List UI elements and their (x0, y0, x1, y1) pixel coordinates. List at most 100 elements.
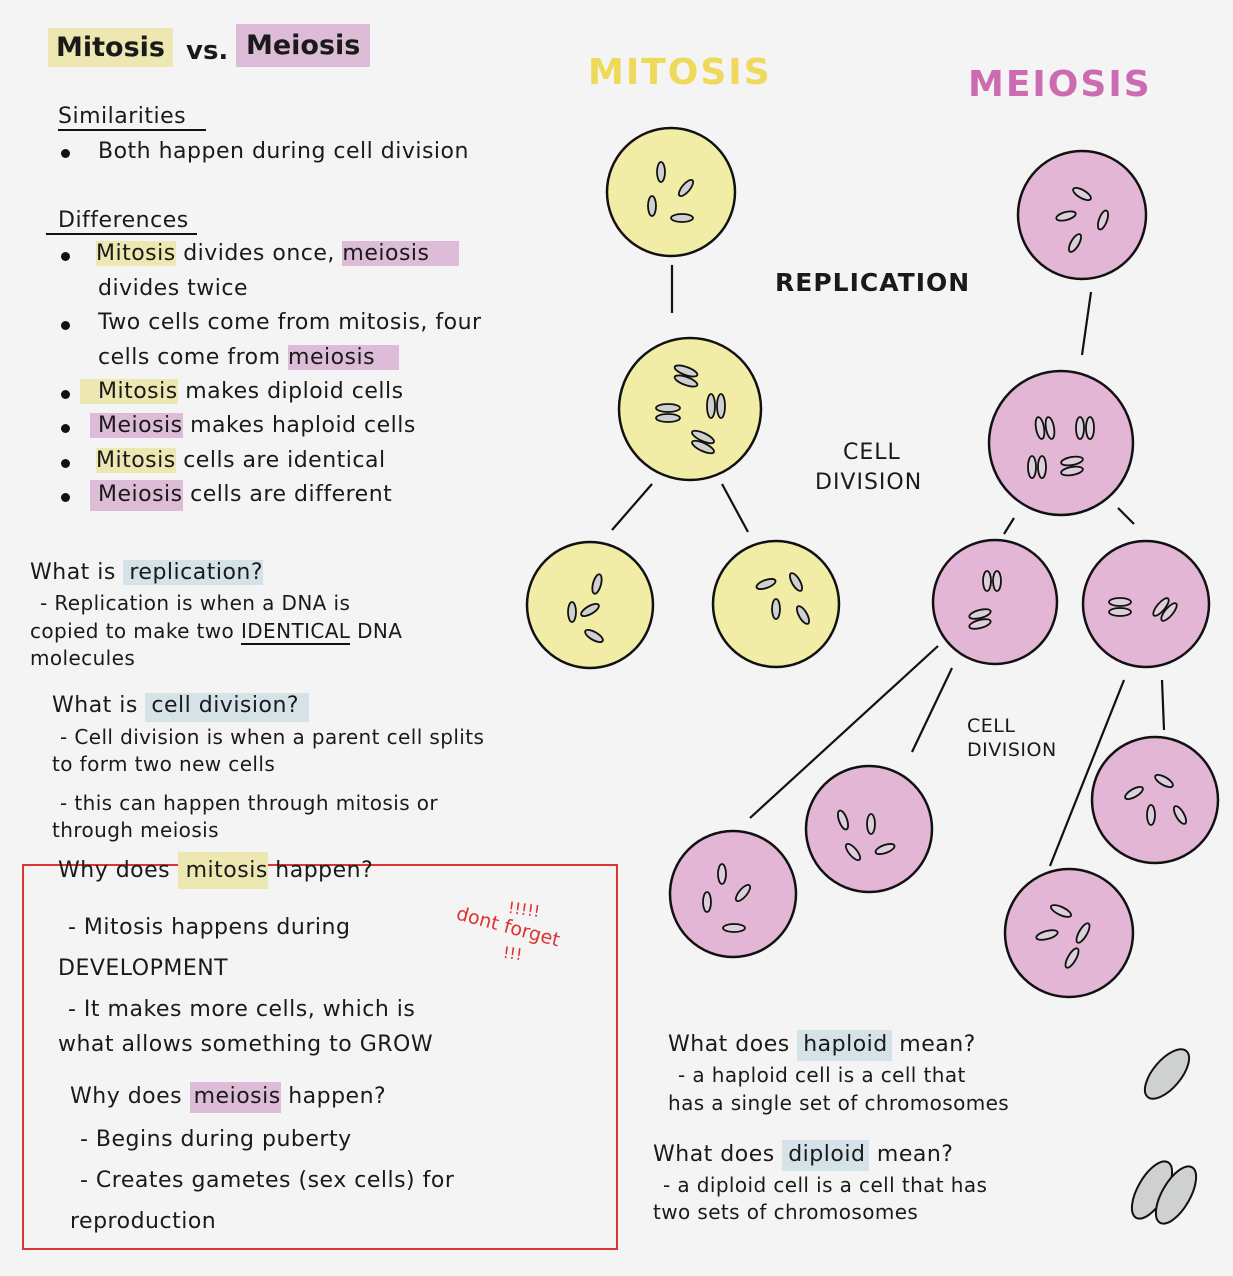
division-answer-4: through meiosis (52, 818, 219, 842)
cell-division-label-1a: CELL (843, 440, 901, 465)
diff-2-line2: cells come from meiosis (98, 345, 400, 370)
haploid-chromosome-icon (1143, 1048, 1191, 1100)
similarities-heading: Similarities (58, 104, 207, 131)
diff-2: Two cells come from mitosis, four (98, 310, 482, 335)
question-text: What does (668, 1032, 798, 1057)
question-text: Why does (70, 1084, 190, 1109)
bullet-icon (61, 459, 70, 468)
diff-4: Meiosis makes haploid cells (90, 413, 416, 438)
hl-mitosis: mitosis (177, 852, 268, 889)
question-text: What does (653, 1142, 783, 1167)
haploid-question: What does haploid mean? (668, 1030, 976, 1061)
hl-mitosis: Mitosis (96, 448, 176, 473)
cell-division-label-2a: CELL (967, 715, 1016, 737)
replication-question: What is replication? (30, 560, 264, 585)
question-text: happen? (280, 1084, 387, 1109)
diploid-question: What does diploid mean? (653, 1140, 954, 1171)
division-answer-1: - Cell division is when a parent cell sp… (60, 725, 485, 749)
mitosis-cell-parent (605, 126, 737, 258)
why-mitosis-answer-1b: DEVELOPMENT (58, 956, 229, 981)
answer-text: DNA (350, 619, 403, 643)
diff-1: Mitosis divides once, meiosis (96, 241, 460, 266)
diff-text: divides once, (175, 241, 343, 266)
diff-text: cells come from (98, 345, 289, 370)
title-vs: vs. (186, 36, 229, 66)
diff-text: makes diploid cells (177, 379, 404, 404)
hl-replication: replication? (123, 560, 264, 585)
why-mitosis-question: Why does mitosis happen? (58, 852, 374, 889)
why-meiosis-question: Why does meiosis happen? (70, 1082, 387, 1113)
hl-meiosis: meiosis (342, 241, 460, 266)
haploid-answer-2: has a single set of chromosomes (668, 1091, 1010, 1115)
hl-cell-division: cell division? (145, 693, 310, 722)
replication-label: REPLICATION (775, 268, 971, 297)
why-meiosis-answer-2: - Creates gametes (sex cells) for (80, 1168, 455, 1193)
bullet-icon (61, 252, 70, 261)
mitosis-cell-replicated (617, 336, 763, 482)
diploid-answer-1: - a diploid cell is a cell that has (663, 1173, 988, 1197)
hl-meiosis: meiosis (189, 1082, 281, 1113)
answer-text: copied to make two (30, 619, 241, 643)
hl-meiosis: Meiosis (90, 413, 183, 438)
cell-division-label-2b: DIVISION (967, 739, 1057, 761)
replication-answer-1: - Replication is when a DNA is (40, 591, 351, 615)
meiosis-cell-replicated (987, 369, 1135, 517)
title-mitosis: Mitosis (48, 28, 173, 67)
why-mitosis-answer-1: - Mitosis happens during (68, 915, 351, 940)
why-meiosis-answer-2b: reproduction (70, 1209, 217, 1234)
division-question: What is cell division? (52, 693, 310, 722)
division-answer-3: - this can happen through mitosis or (60, 791, 439, 815)
why-box (22, 864, 618, 1250)
meiosis-gamete-cell (1003, 867, 1135, 999)
question-text: mean? (891, 1032, 976, 1057)
haploid-answer-1: - a haploid cell is a cell that (678, 1063, 966, 1087)
title-meiosis: Meiosis (236, 24, 371, 67)
mitosis-daughter-cell (525, 540, 655, 670)
similarity-item: Both happen during cell division (98, 139, 469, 164)
division-answer-2: to form two new cells (52, 752, 276, 776)
meiosis-heading: MEIOSIS (968, 64, 1152, 105)
diff-6: Meiosis cells are different (90, 480, 393, 511)
bullet-icon (61, 149, 70, 158)
replication-answer-2: copied to make two IDENTICAL DNA (30, 619, 403, 645)
diff-1-line2: divides twice (98, 276, 249, 301)
diploid-answer-2: two sets of chromosomes (653, 1200, 919, 1224)
question-text: Why does (58, 858, 178, 883)
why-meiosis-answer-1: - Begins during puberty (80, 1127, 352, 1152)
diff-text: cells are different (182, 482, 393, 507)
why-mitosis-answer-2: - It makes more cells, which is (68, 997, 416, 1022)
question-text: happen? (267, 858, 374, 883)
mitosis-daughter-cell (711, 539, 841, 669)
question-text: What is (30, 560, 124, 585)
meiosis-cell-parent (1016, 149, 1148, 281)
meiosis-division1-cell (1081, 539, 1211, 669)
bullet-icon (61, 493, 70, 502)
hl-meiosis: meiosis (288, 345, 400, 370)
diff-text: makes haploid cells (182, 413, 416, 438)
bullet-icon (61, 321, 70, 330)
meiosis-gamete-cell (804, 764, 934, 894)
meiosis-gamete-cell (668, 829, 798, 959)
diff-5: Mitosis cells are identical (96, 448, 386, 473)
diploid-chromosome-icon (1130, 1160, 1198, 1225)
diff-3: Mitosis makes diploid cells (80, 379, 404, 404)
cell-division-label-1b: DIVISION (815, 470, 923, 495)
meiosis-gamete-cell (1090, 735, 1220, 865)
bullet-icon (61, 424, 70, 433)
replication-answer-3: molecules (30, 646, 136, 670)
question-text: mean? (869, 1142, 954, 1167)
hl-mitosis: Mitosis (80, 379, 178, 404)
diff-text: cells are identical (175, 448, 386, 473)
identical-word: IDENTICAL (240, 619, 351, 645)
hl-mitosis: Mitosis (96, 241, 176, 266)
meiosis-division1-cell (931, 538, 1059, 666)
why-mitosis-answer-2b: what allows something to GROW (58, 1032, 434, 1057)
question-text: What is (52, 693, 146, 718)
differences-heading: Differences (46, 208, 197, 235)
hl-diploid: diploid (782, 1140, 870, 1171)
hl-haploid: haploid (797, 1030, 892, 1061)
mitosis-heading: MITOSIS (588, 52, 772, 93)
bullet-icon (61, 390, 70, 399)
hl-meiosis: Meiosis (90, 480, 183, 511)
